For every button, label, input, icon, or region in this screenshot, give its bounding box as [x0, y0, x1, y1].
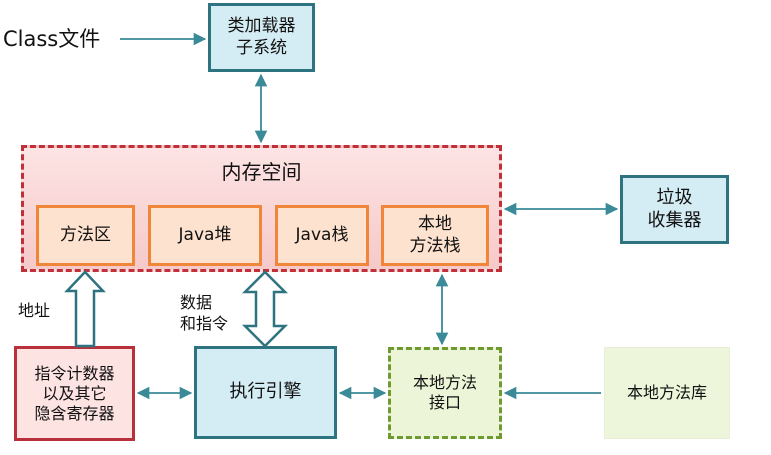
data-block-arrow — [241, 270, 289, 348]
address-block-arrow — [64, 270, 106, 348]
data-and-instructions-label: 数据 和指令 — [180, 293, 229, 333]
native-method-stack: 本地 方法栈 — [381, 205, 489, 266]
class-loader-subsystem: 类加载器 子系统 — [208, 3, 315, 72]
program-counter-registers: 指令计数器 以及其它 隐含寄存器 — [14, 346, 135, 441]
java-heap: Java堆 — [148, 205, 262, 266]
native-method-interface: 本地方法 接口 — [388, 347, 502, 439]
class-file-label: Class文件 — [3, 27, 101, 51]
method-area: 方法区 — [36, 205, 135, 266]
execution-engine: 执行引擎 — [194, 346, 337, 439]
garbage-collector: 垃圾 收集器 — [620, 175, 729, 244]
address-label: 地址 — [18, 301, 51, 320]
java-stack: Java栈 — [275, 205, 369, 266]
memory-space-title: 内存空间 — [221, 160, 302, 184]
native-method-library: 本地方法库 — [604, 347, 730, 439]
